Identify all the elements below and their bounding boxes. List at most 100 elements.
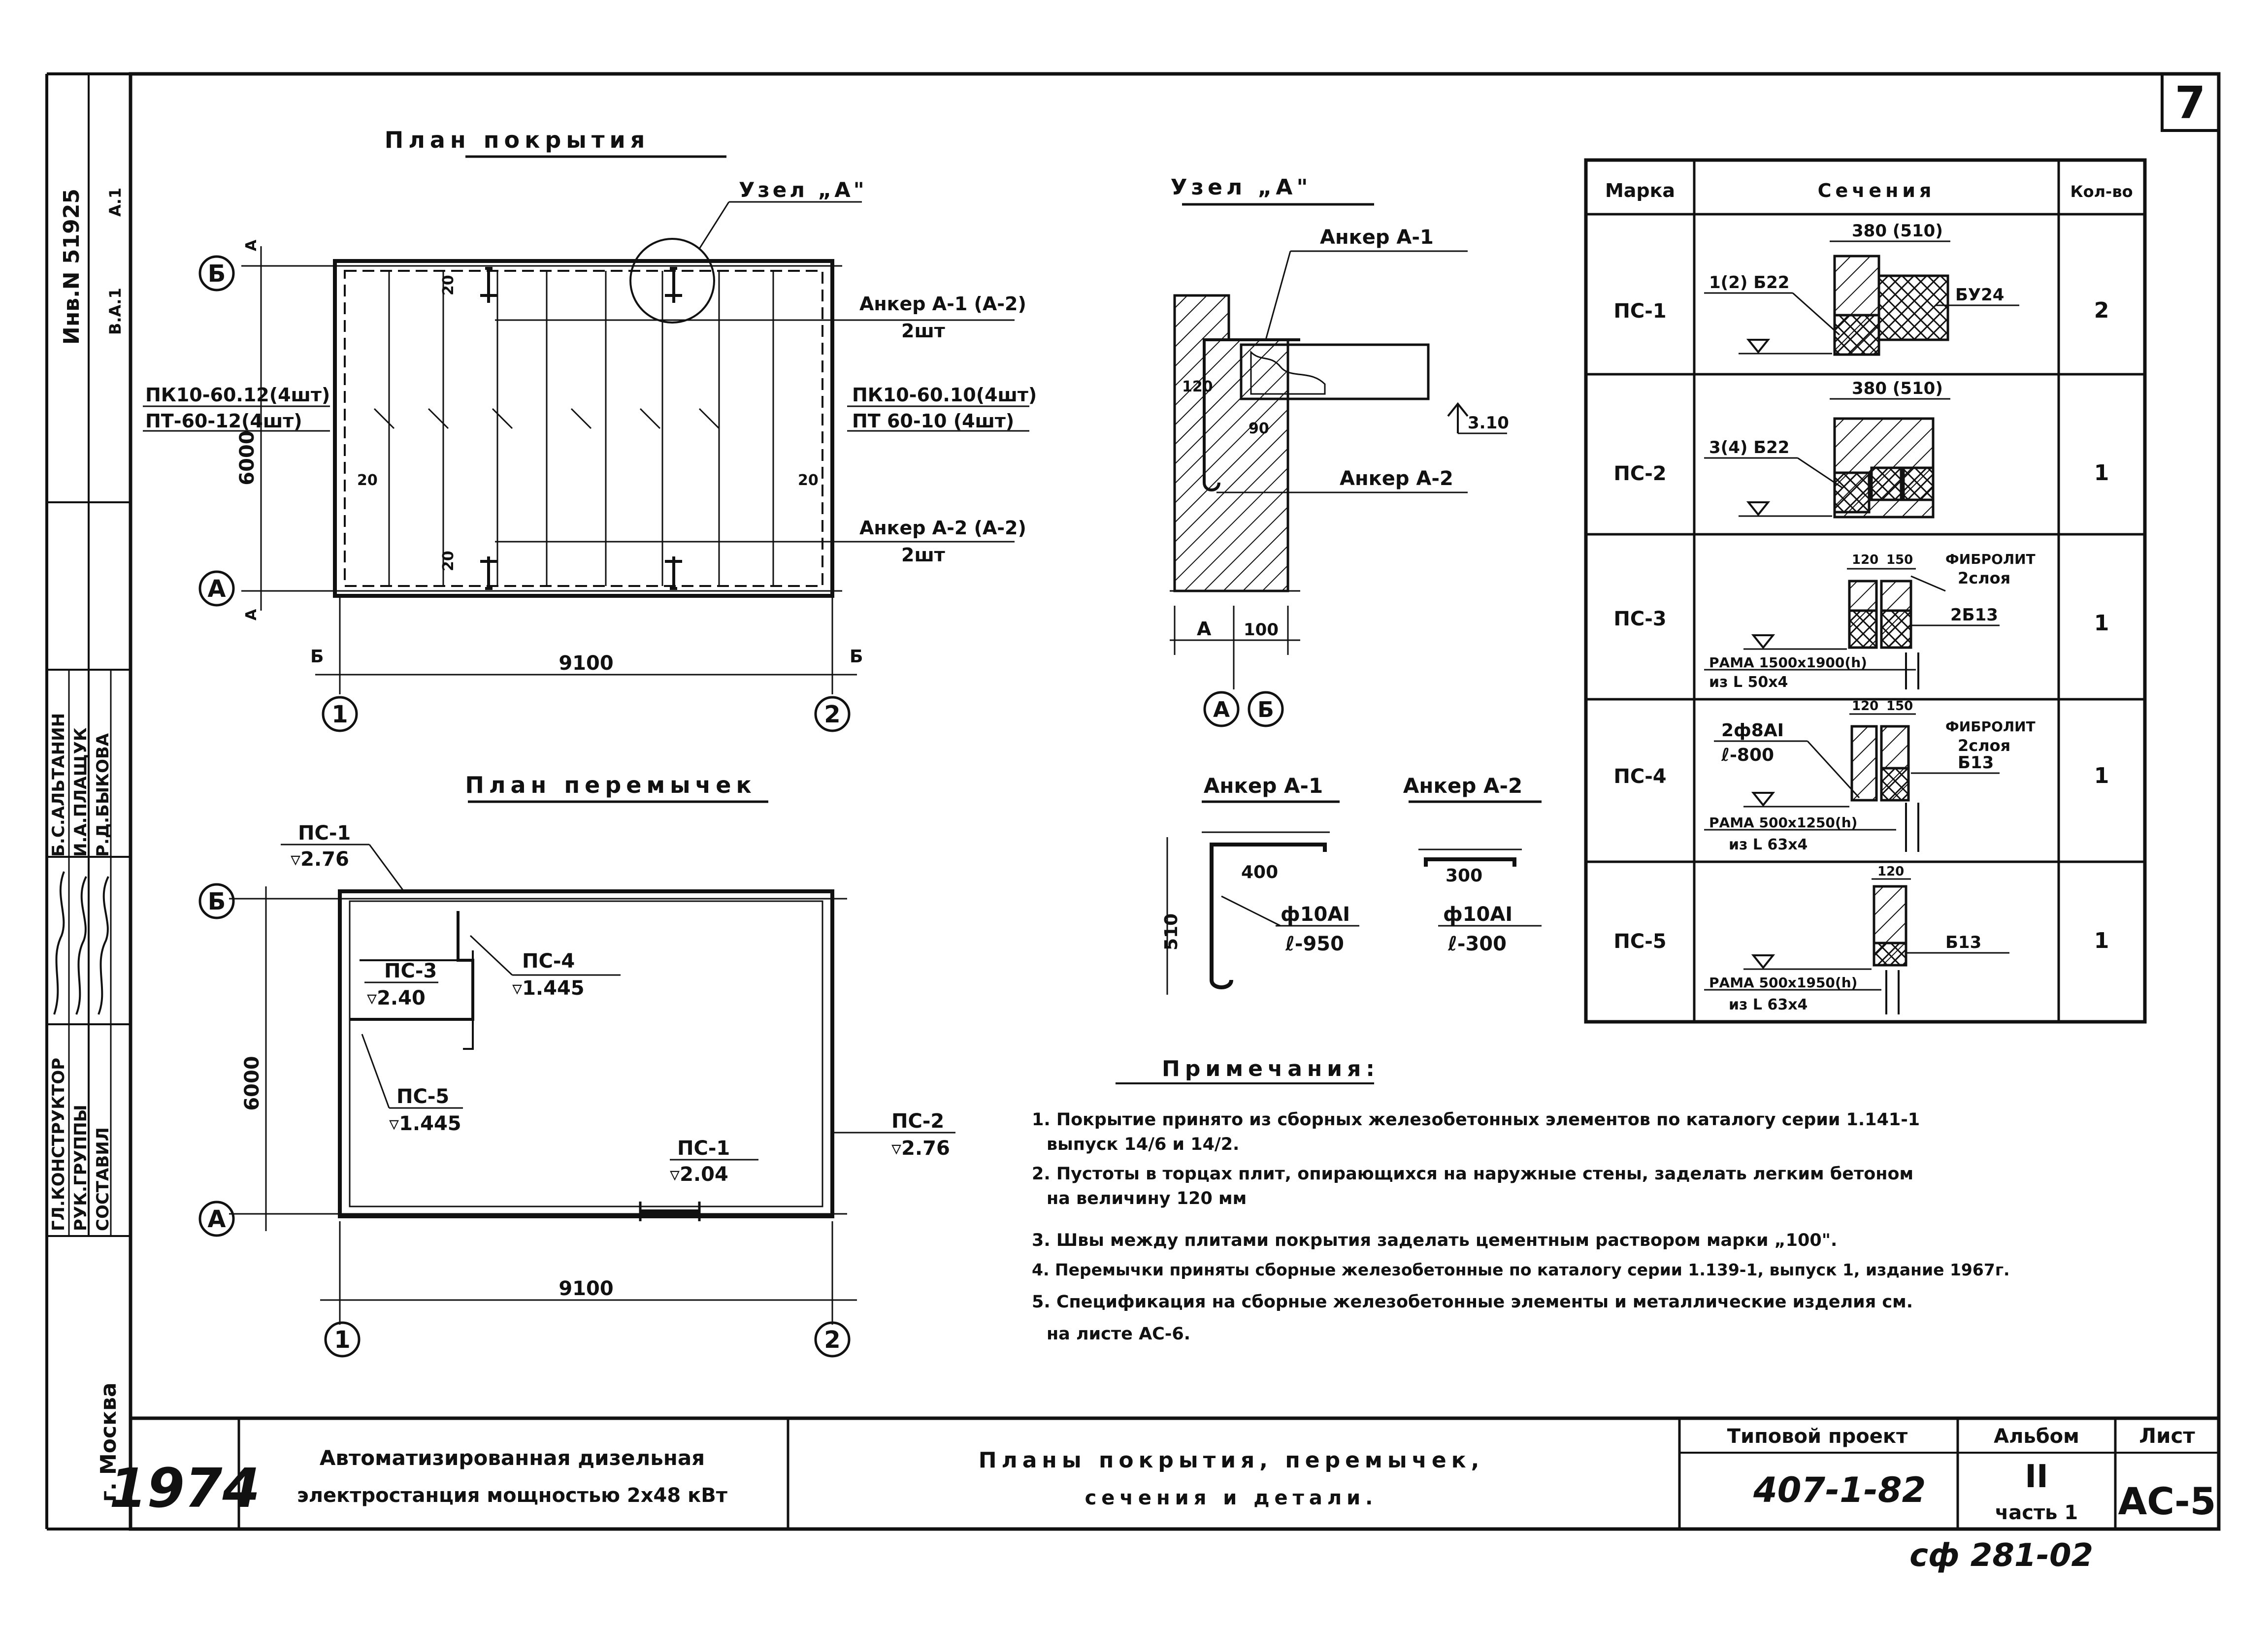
node-a-dim-90: 90 — [1249, 420, 1269, 437]
node-a-dim-120: 120 — [1182, 378, 1213, 395]
roof-axis-1: 1 — [331, 701, 348, 728]
roof-dim-width: 9100 — [559, 652, 613, 675]
axis-a-bubble — [198, 570, 235, 607]
axis-b-bubble — [198, 255, 235, 292]
roof-dim-20-right: 20 — [798, 472, 819, 489]
row-mark: ПС-1 — [1613, 300, 1666, 323]
roof-cut-b-left: Б — [310, 647, 324, 667]
row-note: из L 50х4 — [1709, 674, 1788, 691]
row-note: 150 — [1886, 699, 1913, 714]
lintel-ps4-level: ▿1.445 — [512, 977, 585, 1000]
sections-table: Марка Сечения Кол-во ПС-1 2 380 (510) 1(… — [1584, 158, 2147, 1024]
lintel-dim-height: 6000 — [241, 1056, 263, 1110]
lintel-ps5: ПС-5 — [396, 1085, 449, 1108]
row-note: 3(4) Б22 — [1709, 438, 1789, 457]
notes-block: Примечания: 1. Покрытие принято из сборн… — [1032, 1056, 2010, 1344]
row-note: Б13 — [1945, 933, 1981, 952]
table-row: ПС-2 1 380 (510) 3(4) Б22 — [1613, 379, 2109, 519]
anchor-a1-detail: Анкер А-1 400 510 ф10АI ℓ-950 — [1161, 774, 1359, 995]
roof-dim-20-bottom: 20 — [440, 551, 457, 571]
tb-sheet-label: Лист — [2139, 1424, 2195, 1448]
role-group-head: РУК.ГРУППЫ — [71, 1105, 91, 1231]
row-note: БУ24 — [1955, 285, 2004, 305]
row-note: 120 — [1852, 553, 1878, 567]
title-block: 1974 Автоматизированная дизельная электр… — [109, 1416, 2219, 1574]
node-a-title: Узел „А" — [1171, 175, 1312, 200]
table-row: ПС-5 1 120 Б13 РАМА 500х1950(h) из L 63х… — [1613, 864, 2109, 1014]
table-row: ПС-3 1 120 150 ФИБРОЛИТ 2слоя 2Б13 РАМА … — [1613, 551, 2109, 691]
row-note: Б13 — [1958, 753, 1994, 773]
row-note: 2Б13 — [1950, 605, 1998, 625]
anchor-a2-dia: ф10АI — [1443, 903, 1512, 926]
tb-archive-stamp: сф 281-02 — [1909, 1537, 2093, 1574]
roof-cut-b-right: Б — [850, 647, 863, 667]
anchor-a1-len: ℓ-950 — [1285, 933, 1344, 955]
note-line: 3. Швы между плитами покрытия заделать ц… — [1032, 1231, 1837, 1250]
row-note: 2слоя — [1958, 569, 2010, 587]
roof-anchors — [480, 267, 682, 590]
row-note: из L 63х4 — [1729, 996, 1808, 1013]
roof-axis-a: А — [207, 575, 226, 603]
row-note: 380 (510) — [1852, 221, 1943, 241]
row-note: 2ф8АI — [1721, 720, 1784, 741]
anchor-a1-dim-400: 400 — [1241, 862, 1278, 882]
tb-year: 1974 — [109, 1457, 260, 1520]
inventory-number: Инв.N 51925 — [59, 189, 84, 345]
roof-slab-joints — [388, 271, 774, 586]
roof-side-a-bottom: А — [243, 609, 260, 620]
tb-project-label: Типовой проект — [1727, 1425, 1908, 1448]
roof-dim-20-top: 20 — [440, 275, 457, 295]
city: г. Москва — [96, 1382, 121, 1502]
lintel-ps2-level: ▿2.76 — [891, 1137, 950, 1160]
anchor-a2-len: ℓ-300 — [1447, 933, 1507, 955]
node-a-anchor1-label: Анкер А-1 — [1320, 226, 1434, 249]
row-note: 2слоя — [1958, 736, 2010, 755]
lintel-ps3-level: ▿2.40 — [367, 987, 426, 1009]
tb-sheet-code: АС-5 — [2118, 1479, 2216, 1523]
roof-axis-lines — [241, 246, 857, 694]
note-line: 1. Покрытие принято из сборных железобет… — [1032, 1110, 1920, 1130]
tb-part: часть 1 — [1995, 1501, 2078, 1524]
anchor-a1-title: Анкер А-1 — [1204, 774, 1323, 798]
anchor-top-label: Анкер А-1 (А-2) — [859, 293, 1026, 315]
node-a-slab — [1240, 343, 1430, 400]
anchor-bottom-label: Анкер А-2 (А-2) — [859, 517, 1026, 539]
node-a-dim-100: 100 — [1244, 620, 1279, 640]
left-slab-label-1: ПК10-60.12(4шт) — [145, 384, 330, 406]
anchor-a2-title: Анкер А-2 — [1403, 774, 1522, 798]
signatures — [53, 871, 109, 1015]
roof-dim-height: 6000 — [236, 430, 259, 485]
row-note: 120 — [1877, 864, 1904, 879]
note-line: 4. Перемычки приняты сборные железобетон… — [1032, 1260, 2010, 1279]
node-a-axis-a: А — [1213, 697, 1230, 722]
node-a-anchor2-label: Анкер А-2 — [1340, 467, 1453, 490]
anchor-a2-dim-300: 300 — [1446, 866, 1482, 886]
lintel-plan: План перемычек Б А 1 2 9100 6000 ПС-1 ▿2… — [198, 772, 955, 1358]
row-note: 120 — [1852, 699, 1878, 714]
lintel-ps3: ПС-3 — [384, 960, 437, 982]
roof-plan: План покрытия Б А 1 2 9100 — [143, 127, 1037, 732]
table-header-qty: Кол-во — [2070, 182, 2133, 201]
lintel-dim-width: 9100 — [559, 1277, 613, 1300]
notes-title: Примечания: — [1162, 1056, 1380, 1081]
note-line: выпуск 14/6 и 14/2. — [1047, 1135, 1239, 1154]
lintel-axis-2: 2 — [824, 1326, 840, 1354]
row-qty: 1 — [2094, 611, 2109, 636]
row-qty: 1 — [2094, 763, 2109, 788]
node-a-dim-a: А — [1197, 618, 1212, 640]
tb-desc-1: Автоматизированная дизельная — [320, 1446, 705, 1470]
right-slab-label-1: ПК10-60.10(4шт) — [852, 384, 1037, 406]
name-group-head: И.А.ПЛАЩУК — [71, 727, 91, 857]
roof-plan-title: План покрытия — [385, 127, 650, 153]
stamp-a1: А.1 — [106, 188, 125, 217]
role-chief: ГЛ.КОНСТРУКТОР — [49, 1058, 68, 1231]
lintel-ps2: ПС-2 — [891, 1110, 944, 1133]
tb-album-label: Альбом — [1994, 1425, 2079, 1448]
row-mark: ПС-3 — [1613, 608, 1666, 630]
lintel-axis-b: Б — [208, 888, 226, 915]
role-author: СОСТАВИЛ — [93, 1127, 113, 1231]
table-row: ПС-1 2 380 (510) 1(2) Б22 БУ24 — [1613, 221, 2109, 356]
row-qty: 1 — [2094, 928, 2109, 953]
lintel-axis-a: А — [207, 1205, 226, 1233]
